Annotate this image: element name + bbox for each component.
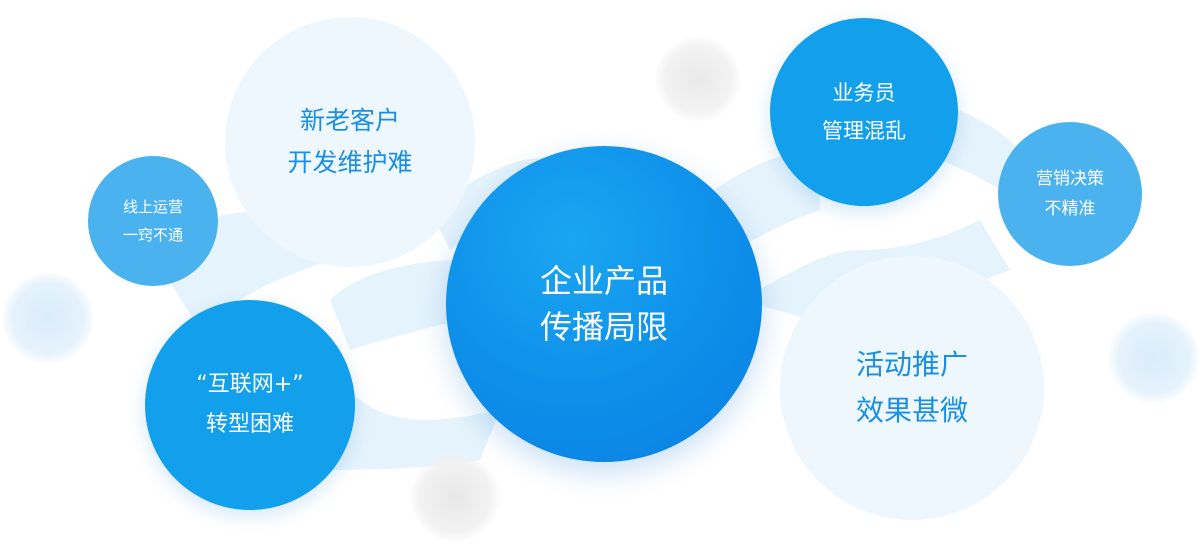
bubble-text: 管理混乱: [822, 119, 906, 143]
bubble-text: 效果甚微: [855, 394, 968, 427]
bubble-text: 营销决策: [1036, 169, 1104, 189]
bubble-marketing-decision: 营销决策 不精准: [998, 122, 1142, 266]
bubble-text: 活动推广: [855, 348, 968, 381]
bubble-text: 业务员: [832, 81, 896, 105]
bubble-center-product-spread: 企业产品 传播局限: [446, 146, 762, 462]
decorative-dot: [1108, 312, 1200, 404]
bubble-text: 新老客户: [299, 106, 400, 135]
bubble-text: 一窍不通: [122, 226, 183, 244]
bubble-text: “互联网+”: [196, 372, 304, 397]
bubble-promotion: 活动推广 效果甚微: [780, 256, 1044, 520]
bubble-salesperson: 业务员 管理混乱: [770, 18, 958, 206]
bubble-online-operations: 线上运营 一窍不通: [88, 156, 218, 286]
bubble-text: 企业产品: [539, 262, 668, 300]
decorative-dot: [2, 272, 94, 364]
bubble-text: 线上运营: [122, 198, 183, 216]
bubble-text: 开发维护难: [287, 148, 413, 177]
decorative-dot: [655, 36, 741, 122]
bubble-new-old-customers: 新老客户 开发维护难: [225, 17, 475, 267]
bubble-internet-plus: “互联网+” 转型困难: [145, 300, 355, 510]
bubble-text: 传播局限: [539, 308, 668, 346]
bubble-text: 不精准: [1044, 199, 1096, 219]
decorative-dot: [410, 452, 500, 542]
bubble-text: 转型困难: [205, 412, 294, 437]
